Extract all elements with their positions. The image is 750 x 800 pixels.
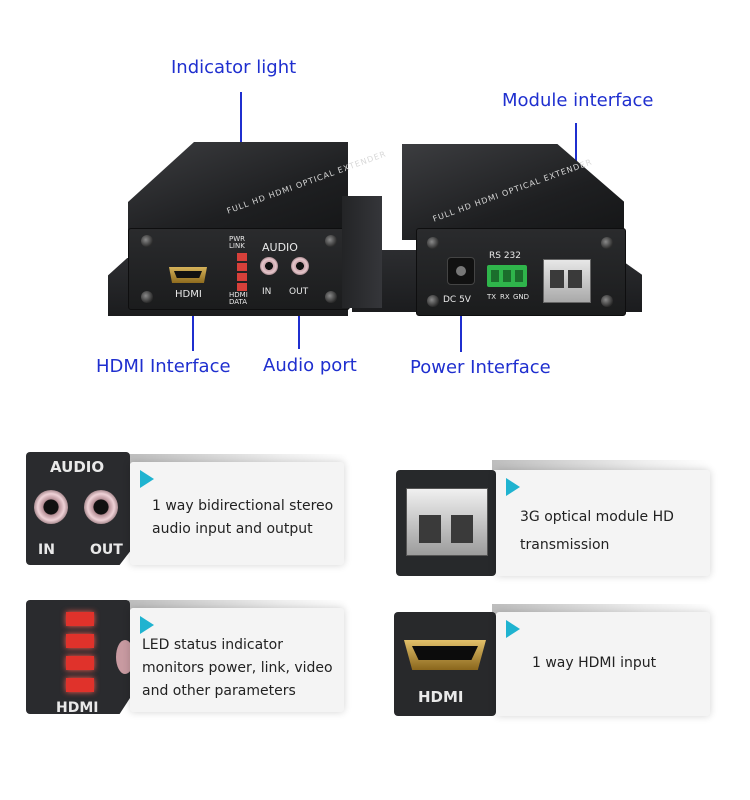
sfp-port-left xyxy=(550,270,564,288)
screw-icon xyxy=(601,237,613,249)
screw-icon xyxy=(325,291,337,303)
audio-jack-edge xyxy=(116,640,130,674)
audio-out-label: OUT xyxy=(289,287,309,297)
hdmi-port-slot xyxy=(412,646,478,660)
screw-icon xyxy=(427,237,439,249)
led-icon xyxy=(237,263,247,271)
module-interface-label: Module interface xyxy=(502,90,654,111)
audio-port-leader xyxy=(298,296,300,349)
optical-thumbnail xyxy=(396,470,496,576)
dc-jack-pin xyxy=(456,266,466,276)
play-arrow-icon xyxy=(140,470,154,488)
screw-icon xyxy=(141,235,153,247)
feature-card-optical: 3G optical module HD transmission xyxy=(496,470,710,576)
rs232-terminal-icon xyxy=(487,265,527,287)
left-front-panel: HDMI PWR LINK HDMI DATA AUDIO IN OUT xyxy=(128,228,350,310)
sfp-port-right xyxy=(451,515,473,543)
led-icon xyxy=(237,253,247,261)
audio-label: AUDIO xyxy=(262,241,298,254)
hdmi-interface-leader xyxy=(192,305,194,351)
screw-icon xyxy=(427,295,439,307)
sfp-module-icon xyxy=(543,259,591,303)
play-arrow-icon xyxy=(506,478,520,496)
led-icon xyxy=(66,656,94,670)
feature-text: LED status indicator monitors power, lin… xyxy=(142,637,333,699)
dc5v-label: DC 5V xyxy=(443,295,471,305)
card-strip xyxy=(492,460,712,470)
hdmi-interface-label: HDMI Interface xyxy=(96,356,231,377)
link-led-label: LINK xyxy=(229,242,245,250)
hdmi-port-label: HDMI xyxy=(175,289,202,300)
audio-out-jack-icon xyxy=(291,257,309,275)
thumb-hdmi-label: HDMI xyxy=(56,700,99,714)
play-arrow-icon xyxy=(506,620,520,638)
feature-text: 1 way bidirectional stereo audio input a… xyxy=(152,498,334,537)
led-icon xyxy=(66,678,94,692)
audio-in-label: IN xyxy=(262,287,272,297)
led-icon xyxy=(237,273,247,281)
thumb-hdmi-label: HDMI xyxy=(418,688,464,706)
rx-label: RX xyxy=(500,293,510,301)
dc-jack-icon xyxy=(447,257,475,285)
power-interface-leader xyxy=(460,302,462,352)
sfp-module-icon xyxy=(406,488,488,556)
audio-port-label: Audio port xyxy=(263,355,357,376)
gnd-label: GND xyxy=(513,293,530,301)
audio-out-jack-icon xyxy=(84,490,118,524)
data-led-label: DATA xyxy=(229,298,248,306)
terminal-screw xyxy=(515,270,523,282)
rs232-label: RS 232 xyxy=(489,251,522,261)
terminal-screw xyxy=(503,270,511,282)
feature-card-audio: 1 way bidirectional stereo audio input a… xyxy=(130,462,344,565)
terminal-screw xyxy=(491,270,499,282)
power-interface-label: Power Interface xyxy=(410,357,551,378)
audio-in-jack-icon xyxy=(260,257,278,275)
thumb-in-label: IN xyxy=(38,542,55,558)
led-icon xyxy=(66,612,94,626)
tx-label: TX xyxy=(487,293,497,301)
thumb-out-label: OUT xyxy=(90,542,123,558)
sfp-port-right xyxy=(568,270,582,288)
left-device-top xyxy=(128,142,348,242)
card-strip xyxy=(128,454,348,464)
center-bracket xyxy=(342,196,382,308)
led-icon xyxy=(237,283,247,291)
audio-in-jack-icon xyxy=(34,490,68,524)
right-front-panel: DC 5V RS 232 TX RX GND xyxy=(416,228,626,316)
sfp-port-left xyxy=(419,515,441,543)
audio-thumbnail: AUDIO IN OUT xyxy=(26,452,130,565)
feature-text: 1 way HDMI input xyxy=(532,655,657,671)
feature-card-led: LED status indicator monitors power, lin… xyxy=(130,608,344,712)
hdmi-thumbnail: HDMI xyxy=(394,612,496,716)
led-icon xyxy=(66,634,94,648)
hdmi-port-slot xyxy=(174,271,202,278)
pwr-led-label: PWR xyxy=(229,235,246,243)
thumb-audio-label: AUDIO xyxy=(50,458,105,476)
hdmi-led-label: HDMI xyxy=(229,291,248,299)
card-strip xyxy=(128,600,348,610)
feature-card-hdmi: 1 way HDMI input xyxy=(496,612,710,716)
led-thumbnail: HDMI xyxy=(26,600,130,714)
indicator-light-label: Indicator light xyxy=(171,57,297,78)
feature-text: 3G optical module HD transmission xyxy=(520,509,674,553)
screw-icon xyxy=(325,235,337,247)
screw-icon xyxy=(601,295,613,307)
screw-icon xyxy=(141,291,153,303)
card-strip xyxy=(492,604,712,614)
play-arrow-icon xyxy=(140,616,154,634)
